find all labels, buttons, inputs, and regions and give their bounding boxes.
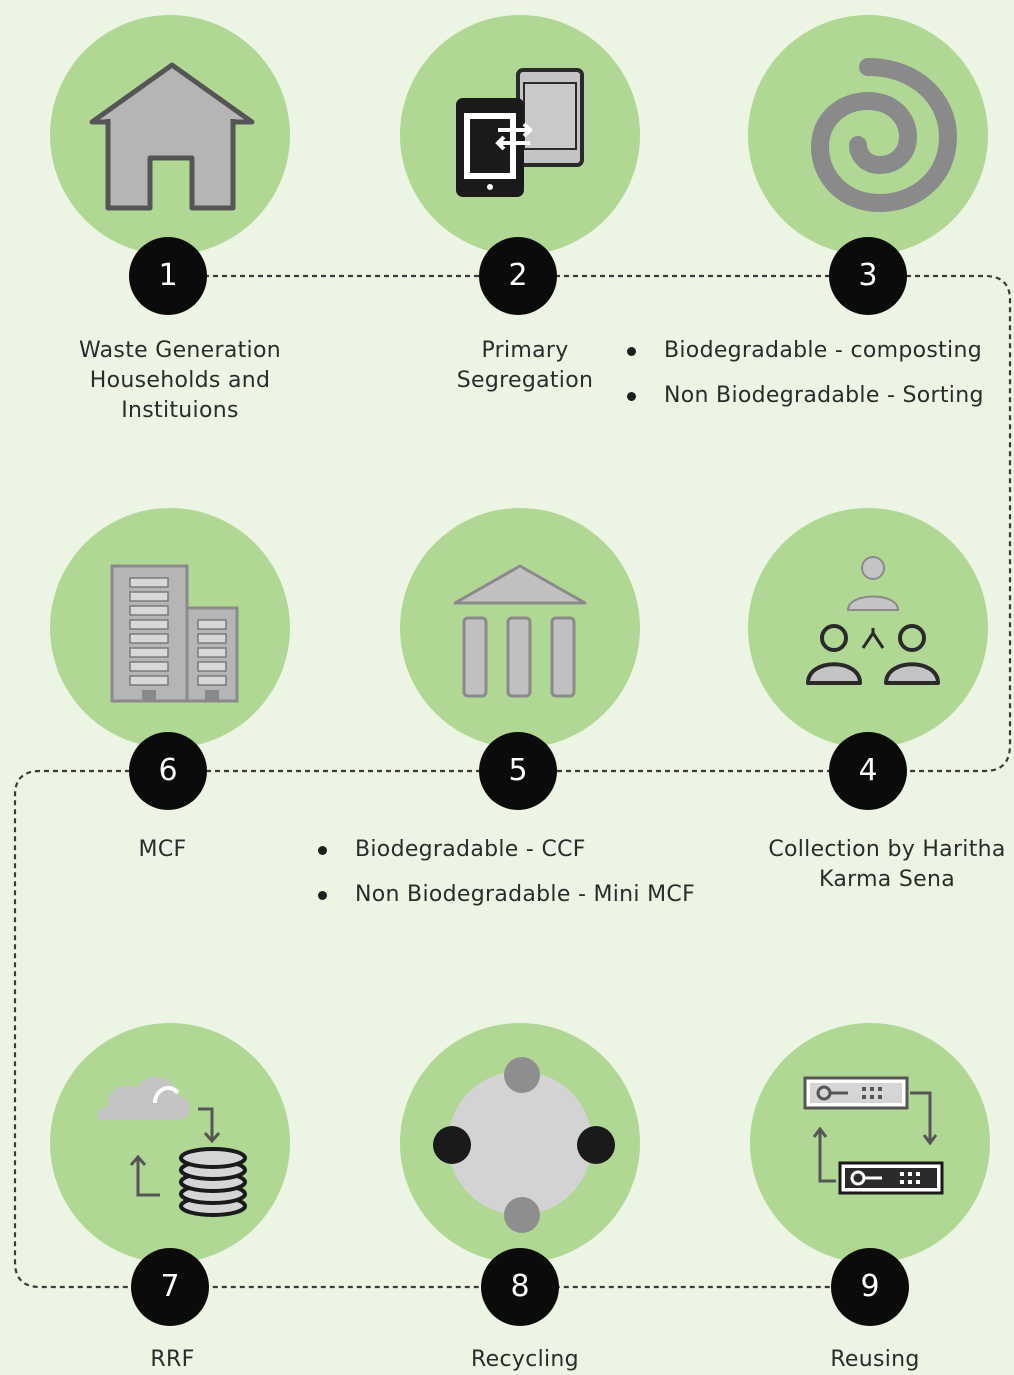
- spiral-icon: [810, 58, 958, 213]
- bullet-item: Non Biodegradable - Sorting: [627, 381, 984, 426]
- connector-row-1: [168, 274, 1012, 773]
- bullet-item: Biodegradable - CCF: [318, 835, 695, 880]
- step-4-label: Collection by Haritha Karma Sena: [768, 837, 1006, 892]
- step-3-bullets: Biodegradable - composting Non Biodegrad…: [627, 336, 984, 426]
- step-6-badge: 6: [129, 732, 207, 810]
- institution-building-icon: [453, 564, 587, 698]
- devices-transfer-icon: [456, 68, 584, 197]
- step-9-label: Reusing: [830, 1347, 920, 1372]
- house-icon: [89, 62, 255, 211]
- people-network-icon: [806, 556, 940, 685]
- office-buildings-icon: [110, 564, 239, 703]
- step-7-label: RRF: [150, 1347, 195, 1372]
- step-5-badge: 5: [479, 732, 557, 810]
- step-7-circle: [50, 1023, 290, 1263]
- step-6-label: MCF: [138, 837, 187, 862]
- step-4-badge: 4: [829, 732, 907, 810]
- step-7-badge: 7: [131, 1248, 209, 1326]
- step-5-bullets: Biodegradable - CCF Non Biodegradable - …: [318, 835, 695, 925]
- step-8-circle: [400, 1023, 640, 1263]
- step-8-label: Recycling: [471, 1347, 579, 1372]
- step-6-circle: [50, 508, 290, 748]
- bullet-item: Non Biodegradable - Mini MCF: [318, 880, 695, 925]
- step-3-badge: 3: [829, 237, 907, 315]
- step-9-badge: 9: [831, 1248, 909, 1326]
- step-1-circle: [50, 15, 290, 255]
- step-1-label: Waste Generation Households and Institui…: [79, 338, 281, 423]
- step-2-circle: [400, 15, 640, 255]
- step-4-circle: [748, 508, 988, 748]
- step-8-badge: 8: [481, 1248, 559, 1326]
- server-exchange-icon: [803, 1076, 944, 1195]
- cloud-database-icon: [97, 1076, 247, 1217]
- step-1-badge: 1: [129, 237, 207, 315]
- connector-row-2: [13, 769, 870, 1289]
- step-3-circle: [748, 15, 988, 255]
- step-2-badge: 2: [479, 237, 557, 315]
- bullet-item: Biodegradable - composting: [627, 336, 984, 381]
- step-2-label: Primary Segregation: [456, 338, 594, 393]
- step-5-circle: [400, 508, 640, 748]
- recycling-cycle-icon: [433, 1057, 615, 1233]
- step-9-circle: [750, 1023, 990, 1263]
